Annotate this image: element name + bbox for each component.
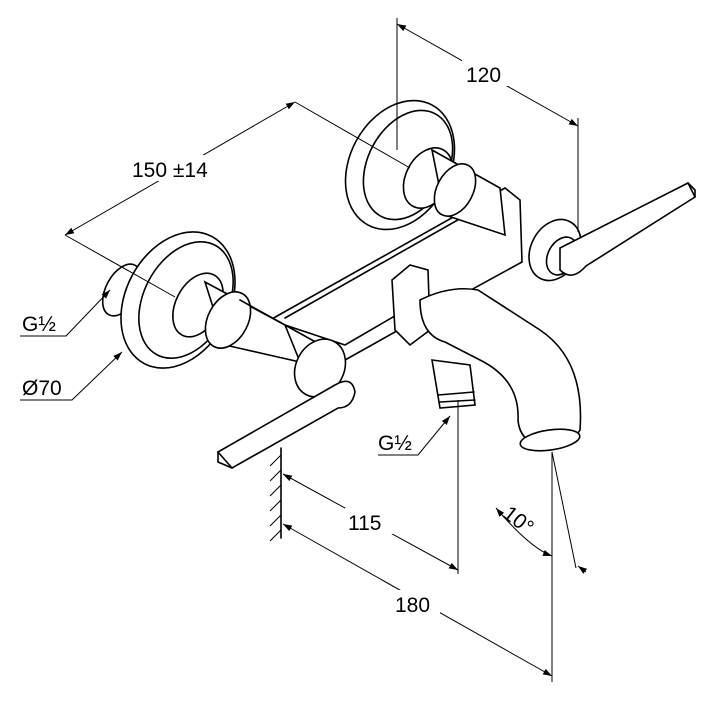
dimension-180-label: 180 [395, 594, 430, 617]
right-rosette [344, 99, 506, 237]
thread-outlet-leader [378, 415, 451, 456]
dimension-120 [396, 18, 579, 232]
angle-10 [495, 451, 588, 574]
dimension-150-label: 150 ±14 [132, 159, 208, 182]
left-rosette [101, 231, 331, 369]
wall-hatching [269, 447, 282, 542]
thread-left-label: G½ [22, 313, 56, 336]
dimension-115 [282, 400, 459, 574]
left-handle [216, 338, 356, 470]
right-handle [528, 181, 697, 282]
spout [391, 264, 582, 452]
thread-left-leader [20, 289, 111, 337]
dimension-150 [64, 101, 411, 298]
thread-outlet-label: G½ [378, 432, 412, 455]
dimension-115-label: 115 [348, 512, 381, 535]
diameter-label: Ø70 [22, 377, 62, 400]
dimension-120-label: 120 [466, 64, 501, 87]
dimension-180 [282, 452, 553, 682]
diameter-leader [20, 351, 123, 401]
angle-label: 10° [499, 502, 538, 540]
